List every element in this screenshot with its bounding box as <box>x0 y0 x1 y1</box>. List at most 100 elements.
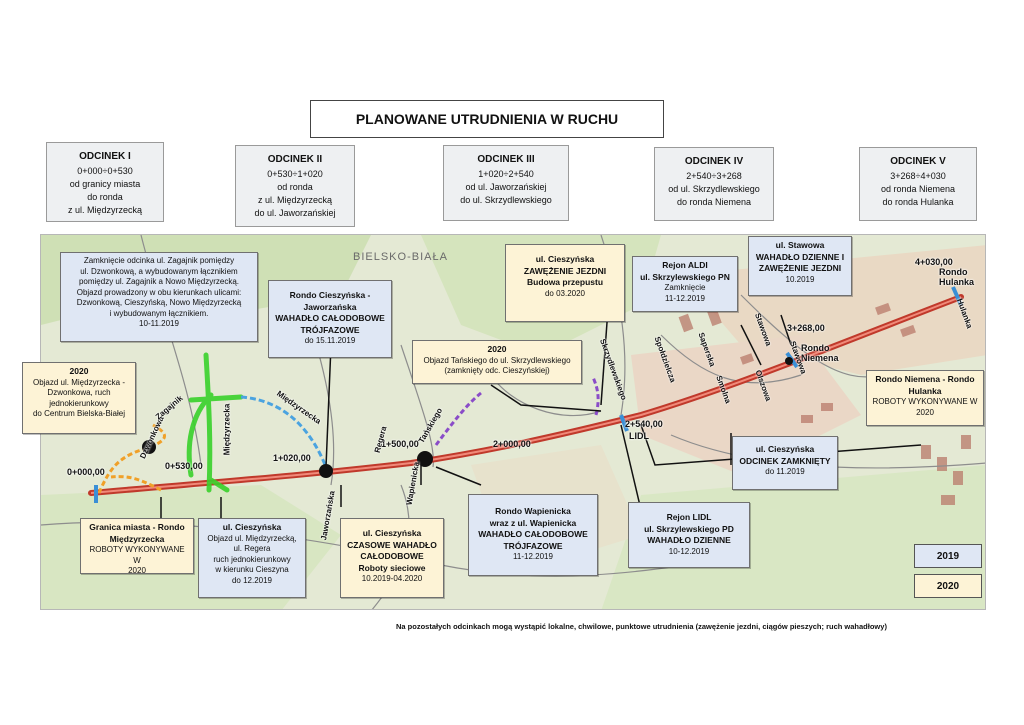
note-line: Hulanka <box>908 385 942 396</box>
note-line: Rondo Cieszyńska - <box>289 290 371 300</box>
note-line: Dzwonkową, Cieszyńską, Nowo Międzyrzecką <box>76 298 242 307</box>
note-line: 2020 <box>916 407 934 417</box>
note-line: WAHADŁO DZIENNE I <box>755 251 845 262</box>
note-line: do 15.11.2019 <box>304 336 356 345</box>
section-line: 2+540÷3+268 <box>686 171 742 181</box>
note-line: pomiędzy ul. Zagajnik a Nowo Międzyrzeck… <box>78 277 240 286</box>
note-line: Rejon ALDI <box>662 260 708 270</box>
note-2020-miedzyrzecka: 2020 Objazd ul. Międzyrzecka - Dzwonkowa… <box>22 362 136 434</box>
note-line: ul. Cieszyńska <box>535 254 595 264</box>
note-line: jednokierunkowy <box>49 398 109 408</box>
building-blocks <box>678 302 971 505</box>
section-line: 3+268÷4+030 <box>890 171 946 181</box>
note-line: 11-12.2019 <box>665 293 705 303</box>
note-line: (zamknięty odc. Cieszyńskiej) <box>444 366 550 375</box>
page-title: PLANOWANE UTRUDNIENIA W RUCHU <box>310 100 664 138</box>
footer-note: Na pozostałych odcinkach mogą wystąpić l… <box>396 622 887 631</box>
note-line: CZASOWE WAHADŁO <box>347 539 437 550</box>
section-box-3: ODCINEK III 1+020÷2+540 od ul. Jaworzańs… <box>443 145 569 221</box>
note-zagajnik: Zamknięcie odcinka ul. Zagajnik pomiędzy… <box>60 252 258 342</box>
note-line: 11-12.2019 <box>513 552 553 561</box>
rondo-niemena-label: Rondo Niemena <box>801 343 839 363</box>
note-line: Międzyrzecka <box>109 533 165 544</box>
note-rondo-cieszynska: Rondo Cieszyńska - Jaworzańska WAHADŁO C… <box>268 280 392 358</box>
note-odcinek-zamkniety: ul. Cieszyńska ODCINEK ZAMKNIĘTY do 11.2… <box>732 436 838 490</box>
section-line: od ul. Jaworzańskiej <box>465 182 547 192</box>
note-line: Roboty sieciowe <box>358 562 426 573</box>
note-line: Objazd ul. Międzyrzecką, <box>207 533 297 543</box>
main-road-highlight <box>90 296 962 494</box>
note-line: 10.2019-04.2020 <box>361 574 423 583</box>
note-line: ROBOTY WYKONYWANE W <box>89 545 185 565</box>
section-title: ODCINEK II <box>267 154 323 165</box>
note-line: Zamknięcie <box>664 283 706 292</box>
note-line: WAHADŁO CAŁODOBOWE <box>275 313 385 323</box>
note-line: TRÓJFAZOWE <box>503 540 563 551</box>
note-line: 2020 <box>69 366 89 376</box>
section-line: od granicy miasta <box>69 179 141 189</box>
detour-blue <box>240 395 328 468</box>
note-line: do 11.2019 <box>765 467 805 476</box>
chainage-label: 1+500,00 <box>381 439 419 449</box>
note-line: ul. Regera <box>233 544 271 553</box>
note-line: Rondo Wapienicka <box>495 506 571 516</box>
note-line: w kierunku Cieszyna <box>215 565 289 574</box>
city-label: BIELSKO-BIAŁA <box>353 251 448 263</box>
section-title: ODCINEK V <box>890 156 946 167</box>
note-line: Rondo Niemena - Rondo <box>875 374 975 384</box>
legend-label: 2019 <box>936 550 960 562</box>
chainage-label: 1+020,00 <box>273 453 311 463</box>
note-line: do 03.2020 <box>544 288 586 298</box>
note-line: WAHADŁO CAŁODOBOWE <box>478 529 588 539</box>
detour-purple <box>434 391 482 446</box>
legend-2020: 2020 <box>914 574 982 598</box>
section-line: od ul. Skrzydlewskiego <box>668 184 760 194</box>
section-line: z ul. Międzyrzecką <box>67 205 143 215</box>
note-stawowa: ul. Stawowa WAHADŁO DZIENNE I ZAWĘŻENIE … <box>748 236 852 296</box>
note-line: i wybudowanym łącznikiem. <box>109 308 209 318</box>
section-line: do ul. Jaworzańskiej <box>254 208 336 218</box>
note-rondo-niemena: Rondo Niemena - Rondo Hulanka ROBOTY WYK… <box>866 370 984 426</box>
note-line: TRÓJFAZOWE <box>300 324 360 335</box>
note-line: ul. Skrzylewskiego PN <box>640 271 730 282</box>
legend-2019: 2019 <box>914 544 982 568</box>
note-line: Rejon LIDL <box>666 512 712 522</box>
section-line: do ronda <box>87 192 123 202</box>
chainage-label: 2+000,00 <box>493 439 531 449</box>
note-line: Objazd Tańskiego do ul. Skrzydlewskiego <box>423 355 571 365</box>
note-granica-miasta: Granica miasta - Rondo Międzyrzecka ROBO… <box>80 518 194 575</box>
note-line: Objazd ul. Międzyrzecka - <box>32 377 126 387</box>
roundabouts <box>142 357 793 478</box>
section-line: do ul. Skrzydlewskiego <box>460 195 552 205</box>
note-line: ul. Cieszyńska <box>755 444 815 454</box>
note-line: ul. Stawowa <box>775 240 825 250</box>
note-line: ul. Cieszyńska <box>222 522 282 532</box>
note-line: 2020 <box>487 344 507 354</box>
section-line: z ul. Międzyrzecką <box>257 195 333 205</box>
note-wapienicka: Rondo Wapienicka wraz z ul. Wapienicka W… <box>468 494 598 576</box>
note-line: Objazd prowadzony w obu kierunkach ulica… <box>76 287 242 297</box>
chainage-label: 3+268,00 <box>787 323 825 333</box>
note-zawezenie: ul. Cieszyńska ZAWĘŻENIE JEZDNI Budowa p… <box>505 244 625 322</box>
note-line: ul. Skrzylewskiego PD <box>644 523 734 534</box>
forest-area <box>601 465 985 609</box>
note-line: ul. Cieszyńska <box>362 528 422 538</box>
section-line: 0+000÷0+530 <box>77 166 133 176</box>
chainage-label: 2+540,00 <box>625 419 663 429</box>
chainage-label: 0+000,00 <box>67 467 105 477</box>
detour-orange <box>110 475 162 492</box>
section-box-4: ODCINEK IV 2+540÷3+268 od ul. Skrzydlews… <box>654 147 774 221</box>
note-line: 10-11.2019 <box>139 319 179 328</box>
section-box-2: ODCINEK II 0+530÷1+020 od ronda z ul. Mi… <box>235 145 355 227</box>
section-line: do ronda Niemena <box>676 197 752 207</box>
chainage-label: 0+530,00 <box>165 461 203 471</box>
section-line: od ronda Niemena <box>880 184 956 194</box>
note-aldi: Rejon ALDI ul. Skrzylewskiego PN Zamknię… <box>632 256 738 312</box>
section-line: 0+530÷1+020 <box>267 169 323 179</box>
section-box-5: ODCINEK V 3+268÷4+030 od ronda Niemena d… <box>859 147 977 221</box>
section-title: ODCINEK IV <box>684 156 744 167</box>
note-line: 10.2019 <box>785 274 815 284</box>
street-label: Międzyrzecka <box>222 403 232 456</box>
note-2020-tanskiego: 2020 Objazd Tańskiego do ul. Skrzydlewsk… <box>412 340 582 384</box>
note-line: ROBOTY WYKONYWANE W <box>872 397 978 406</box>
